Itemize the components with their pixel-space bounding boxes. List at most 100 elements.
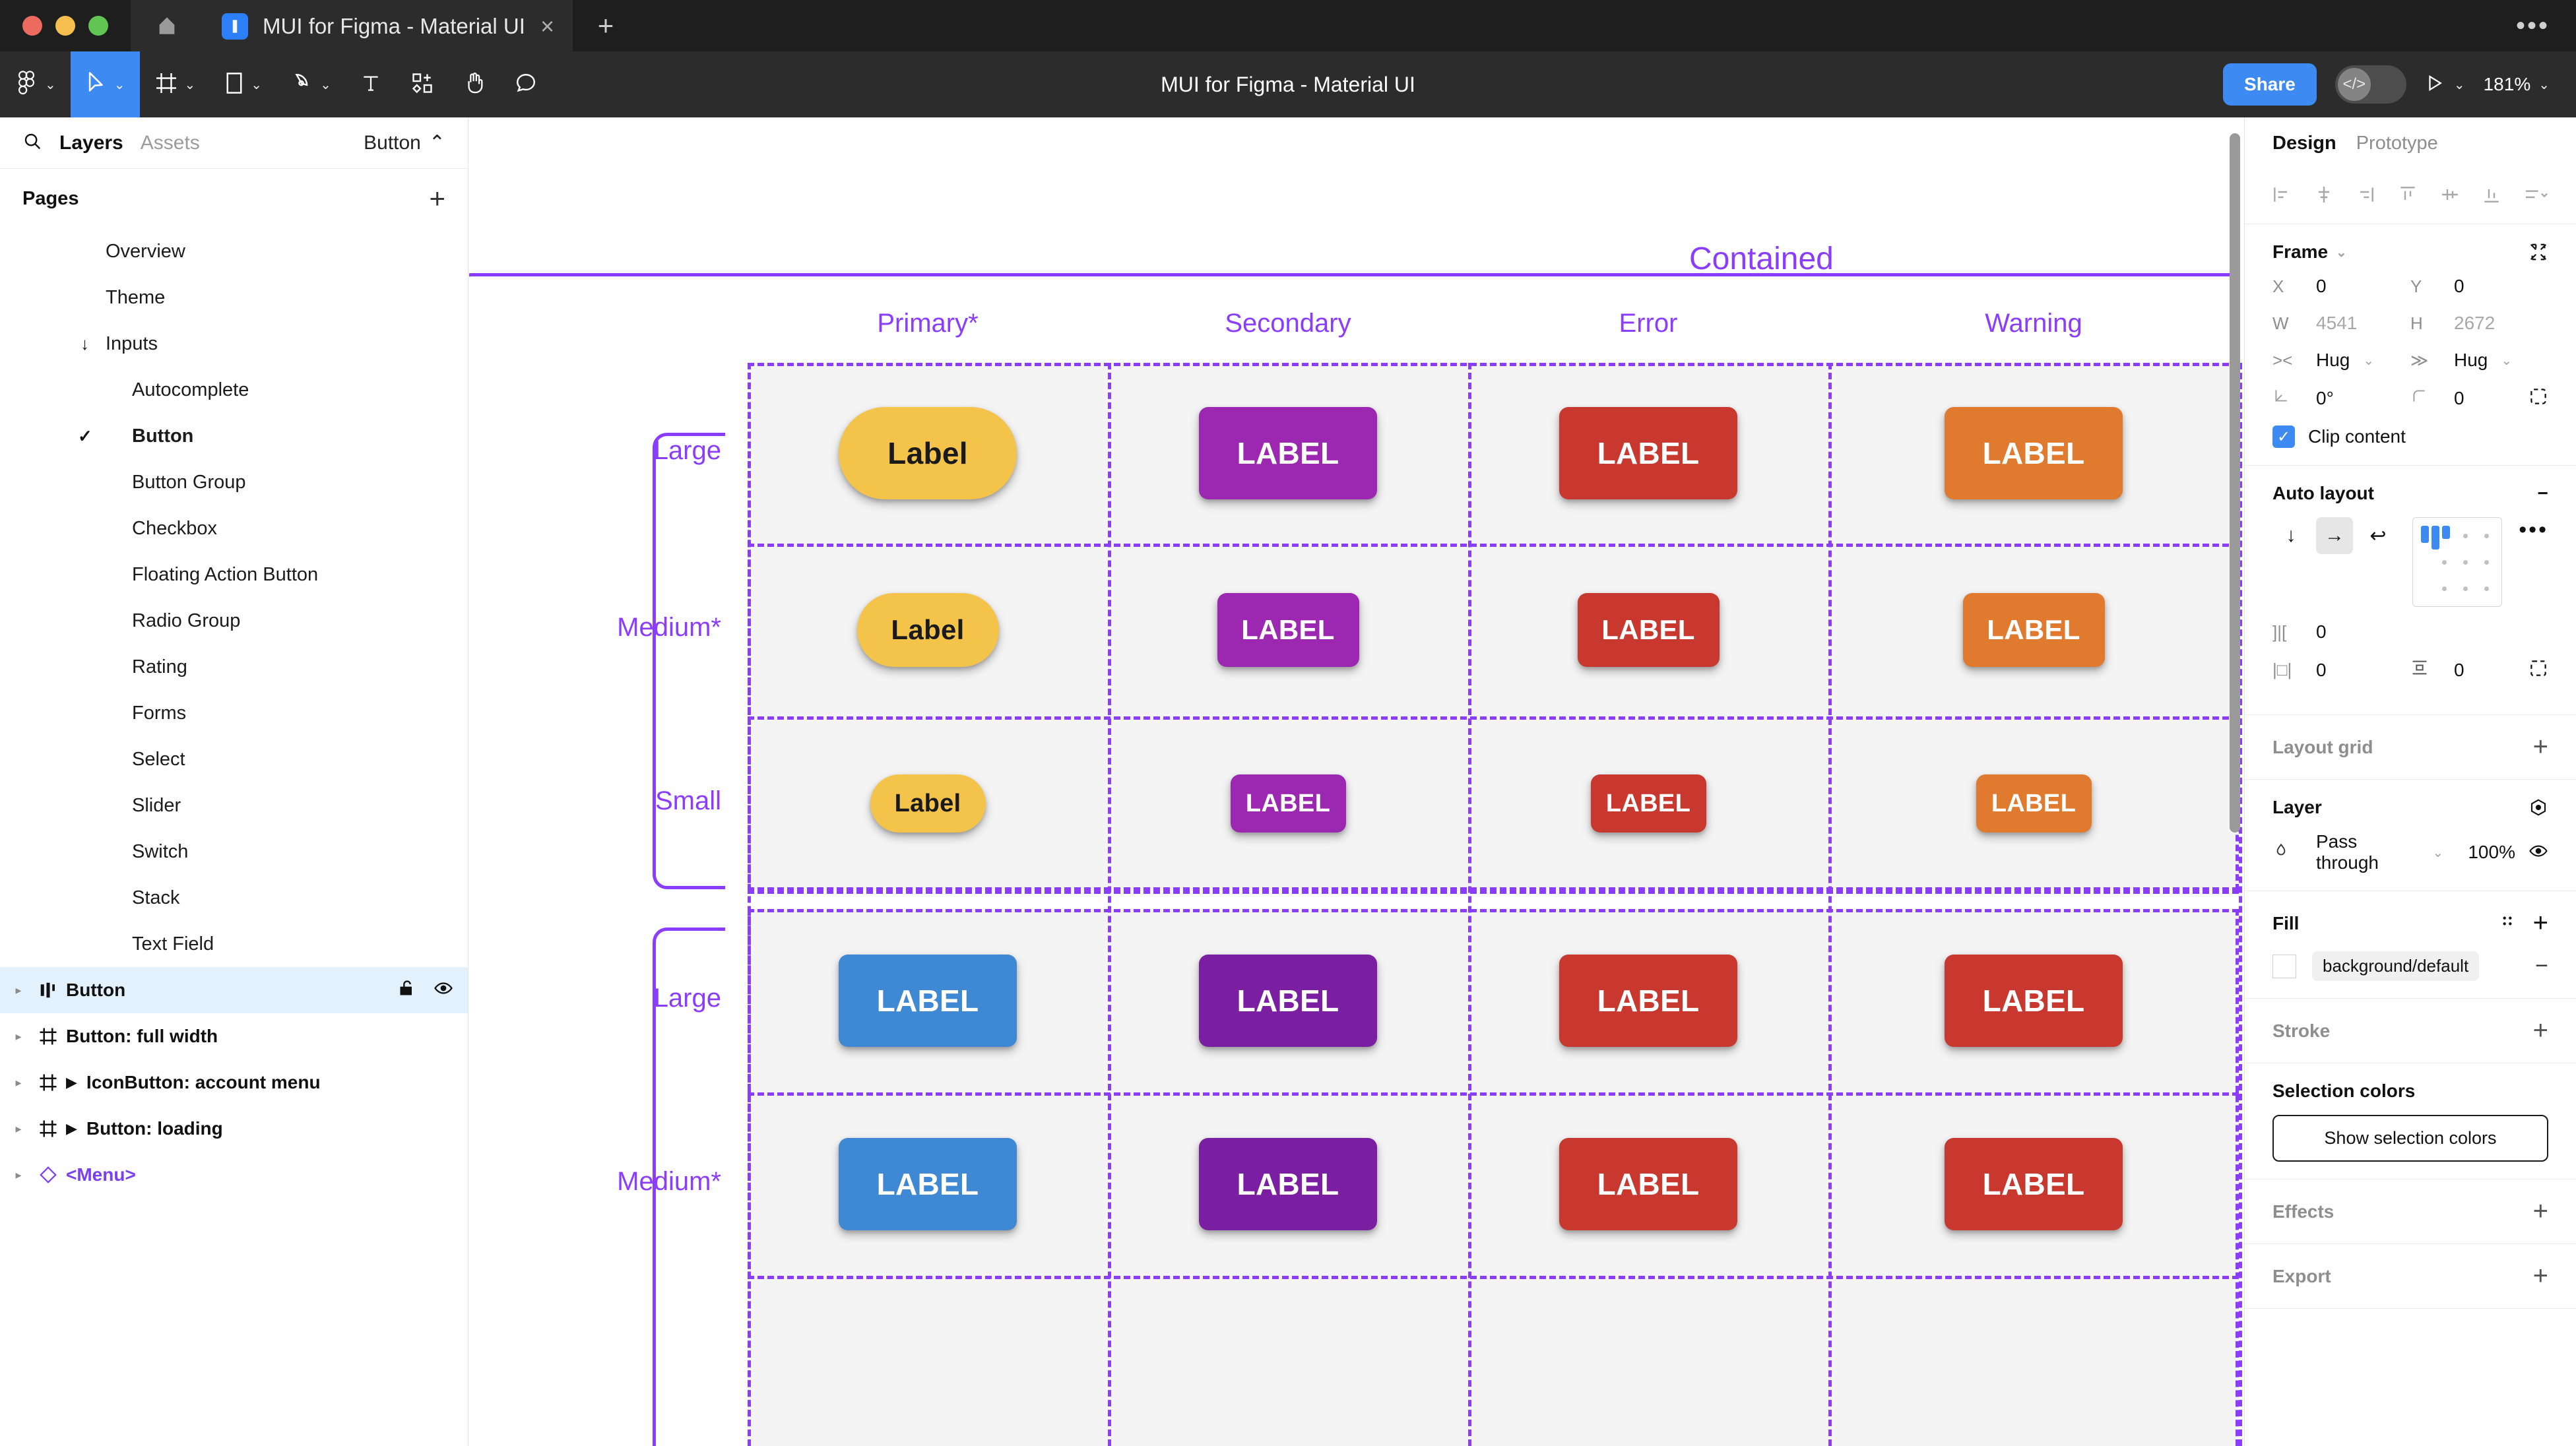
minus-icon[interactable]: − <box>2537 483 2548 503</box>
sidebar-page-radio-group[interactable]: Radio Group <box>0 598 468 644</box>
button-specimen[interactable]: LABEL <box>1217 593 1359 667</box>
sidebar-page-stack[interactable]: Stack <box>0 875 468 921</box>
alignment-grid[interactable] <box>2412 517 2502 607</box>
canvas-vertical-scrollbar[interactable] <box>2230 133 2240 833</box>
direction-wrap-button[interactable]: ↩ <box>2369 524 2387 547</box>
plus-icon[interactable]: + <box>429 183 445 214</box>
plus-icon[interactable]: + <box>2532 1261 2548 1290</box>
minimize-window-button[interactable] <box>55 16 75 36</box>
sidebar-page-overview[interactable]: Overview <box>0 228 468 274</box>
opacity-field[interactable]: 100% <box>2443 841 2548 864</box>
distribute-icon[interactable] <box>2523 184 2550 208</box>
unlock-icon[interactable] <box>398 979 416 1002</box>
home-button[interactable] <box>131 0 203 51</box>
expand-triangle-icon[interactable]: ▸ <box>15 983 22 997</box>
minus-icon[interactable]: − <box>2535 953 2548 978</box>
expanded-triangle-icon[interactable]: ▶ <box>66 1074 77 1090</box>
layer-settings-icon[interactable] <box>2528 798 2548 817</box>
padding-vertical-field[interactable]: 0 <box>2410 658 2548 681</box>
expand-triangle-icon[interactable]: ▸ <box>15 1121 22 1135</box>
figma-menu-button[interactable]: ⌄ <box>0 51 71 117</box>
frame-resize-height[interactable]: ≫ Hug ⌄ <box>2410 350 2548 371</box>
button-specimen[interactable]: LABEL <box>839 955 1017 1047</box>
shape-tool[interactable]: ⌄ <box>210 51 276 117</box>
fill-style-name[interactable]: background/default <box>2312 951 2480 981</box>
expand-triangle-icon[interactable]: ▸ <box>15 1029 22 1043</box>
button-specimen[interactable]: LABEL <box>1577 593 1720 667</box>
pen-tool[interactable]: ⌄ <box>276 51 346 117</box>
button-specimen[interactable]: LABEL <box>1945 1138 2123 1230</box>
button-specimen[interactable]: LABEL <box>839 1138 1017 1230</box>
align-vertical-center-icon[interactable] <box>2439 184 2461 208</box>
button-specimen[interactable]: LABEL <box>1976 774 2092 833</box>
blend-mode-field[interactable]: Pass through ⌄ <box>2272 831 2443 873</box>
sidebar-page-theme[interactable]: Theme <box>0 274 468 321</box>
collapse-icon[interactable] <box>2528 242 2548 262</box>
expanded-triangle-icon[interactable]: ▶ <box>66 1120 77 1137</box>
frame-x-field[interactable]: X 0 <box>2272 276 2410 297</box>
close-window-button[interactable] <box>22 16 42 36</box>
align-horizontal-center-icon[interactable] <box>2313 184 2334 208</box>
button-specimen[interactable]: LABEL <box>1559 955 1737 1047</box>
sidebar-page-inputs[interactable]: ↓Inputs <box>0 321 468 367</box>
plus-icon[interactable]: + <box>2532 1197 2548 1226</box>
tab-prototype[interactable]: Prototype <box>2356 132 2438 154</box>
sidebar-page-select[interactable]: Select <box>0 736 468 782</box>
clip-content-row[interactable]: ✓ Clip content <box>2272 425 2548 448</box>
sidebar-page-text-field[interactable]: Text Field <box>0 921 468 967</box>
styles-icon[interactable] <box>2499 912 2516 934</box>
frame-corner-radius-field[interactable]: 0 <box>2410 387 2548 410</box>
move-tool[interactable]: ⌄ <box>70 51 140 117</box>
resources-tool[interactable] <box>396 51 449 117</box>
fill-color-swatch[interactable] <box>2272 954 2296 978</box>
expand-triangle-icon[interactable]: ▸ <box>15 1075 22 1089</box>
plus-icon[interactable]: + <box>2532 908 2548 937</box>
button-specimen[interactable]: LABEL <box>1945 407 2123 499</box>
zoom-control[interactable]: 181% ⌄ <box>2484 74 2550 95</box>
frame-y-field[interactable]: Y 0 <box>2410 276 2548 297</box>
button-specimen[interactable]: Label <box>870 774 986 833</box>
close-icon[interactable]: × <box>540 13 554 40</box>
independent-padding-icon[interactable] <box>2528 658 2548 681</box>
align-right-icon[interactable] <box>2355 184 2376 208</box>
gap-field[interactable]: ]|[ 0 <box>2272 621 2410 643</box>
sidebar-page-autocomplete[interactable]: Autocomplete <box>0 367 468 413</box>
sidebar-page-floating-action-button[interactable]: Floating Action Button <box>0 551 468 598</box>
frame-name-label[interactable]: Contained <box>1689 241 1834 276</box>
button-specimen[interactable]: LABEL <box>1559 1138 1737 1230</box>
maximize-window-button[interactable] <box>88 16 108 36</box>
button-specimen[interactable]: LABEL <box>1230 774 1346 833</box>
sidebar-page-button[interactable]: ✓Button <box>0 413 468 459</box>
show-selection-colors-button[interactable]: Show selection colors <box>2272 1115 2548 1162</box>
sidebar-page-forms[interactable]: Forms <box>0 690 468 736</box>
chevron-down-icon[interactable]: ⌄ <box>2336 245 2347 260</box>
tab-design[interactable]: Design <box>2272 132 2336 154</box>
independent-corners-icon[interactable] <box>2528 387 2548 410</box>
align-bottom-icon[interactable] <box>2481 184 2502 208</box>
frame-tool[interactable]: ⌄ <box>140 51 210 117</box>
layer-row[interactable]: ▸▶IconButton: account menu <box>0 1059 468 1106</box>
button-specimen[interactable]: Label <box>839 407 1017 499</box>
button-specimen[interactable]: LABEL <box>1559 407 1737 499</box>
padding-horizontal-field[interactable]: |□| 0 <box>2272 660 2410 681</box>
button-specimen[interactable]: LABEL <box>1199 955 1377 1047</box>
sidebar-page-button-group[interactable]: Button Group <box>0 459 468 505</box>
present-button[interactable]: ⌄ <box>2425 73 2465 96</box>
layer-row[interactable]: ▸▶Button: loading <box>0 1106 468 1152</box>
button-specimen[interactable]: LABEL <box>1962 593 2105 667</box>
button-specimen[interactable]: LABEL <box>1199 1138 1377 1230</box>
share-button[interactable]: Share <box>2223 63 2317 106</box>
layer-row[interactable]: ▸Button <box>0 967 468 1013</box>
align-left-icon[interactable] <box>2271 184 2292 208</box>
button-specimen[interactable]: LABEL <box>1199 407 1377 499</box>
search-icon[interactable] <box>22 131 42 154</box>
layer-row[interactable]: ▸Button: full width <box>0 1013 468 1059</box>
dev-mode-toggle[interactable]: </> <box>2334 65 2406 104</box>
button-specimen[interactable]: Label <box>856 593 999 667</box>
button-specimen[interactable]: LABEL <box>1590 774 1706 833</box>
sidebar-page-slider[interactable]: Slider <box>0 782 468 829</box>
new-tab-button[interactable]: + <box>573 0 639 51</box>
align-top-icon[interactable] <box>2397 184 2418 208</box>
page-selector[interactable]: Button ⌃ <box>364 131 445 154</box>
